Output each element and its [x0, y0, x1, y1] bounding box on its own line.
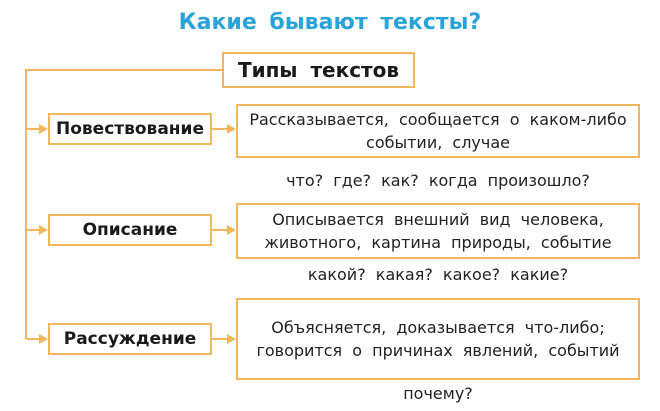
description-box-description: Описывается внешний вид человека, животн…: [236, 203, 640, 259]
description-text-reasoning: Объясняется, доказывается что-либо; гово…: [256, 318, 620, 360]
type-node-narration: Повествование: [48, 113, 212, 145]
question-narration: что? где? как? когда произошло?: [286, 171, 590, 190]
arrow-head-6: [227, 334, 236, 344]
arrow-head-5: [227, 225, 236, 235]
arrow-head-2: [39, 225, 48, 235]
question-description: какой? какая? какое? какие?: [307, 265, 569, 284]
description-text-narration: Рассказывается, сообщается о каком-либо …: [249, 110, 627, 152]
description-box-reasoning: Объясняется, доказывается что-либо; гово…: [236, 298, 640, 380]
description-text-description: Описывается внешний вид человека, животн…: [264, 210, 612, 252]
arrow-head-4: [227, 124, 236, 134]
root-connector: [25, 69, 222, 339]
arrow-head-3: [39, 334, 48, 344]
arrow-head-1: [39, 124, 48, 134]
question-reasoning: почему?: [403, 384, 473, 403]
type-node-reasoning: Рассуждение: [48, 323, 212, 355]
page-title: Какие бывают тексты?: [178, 10, 482, 35]
type-node-description: Описание: [48, 214, 212, 246]
root-node-text-types: Типы текстов: [222, 52, 415, 88]
description-box-narration: Рассказывается, сообщается о каком-либо …: [236, 104, 640, 158]
